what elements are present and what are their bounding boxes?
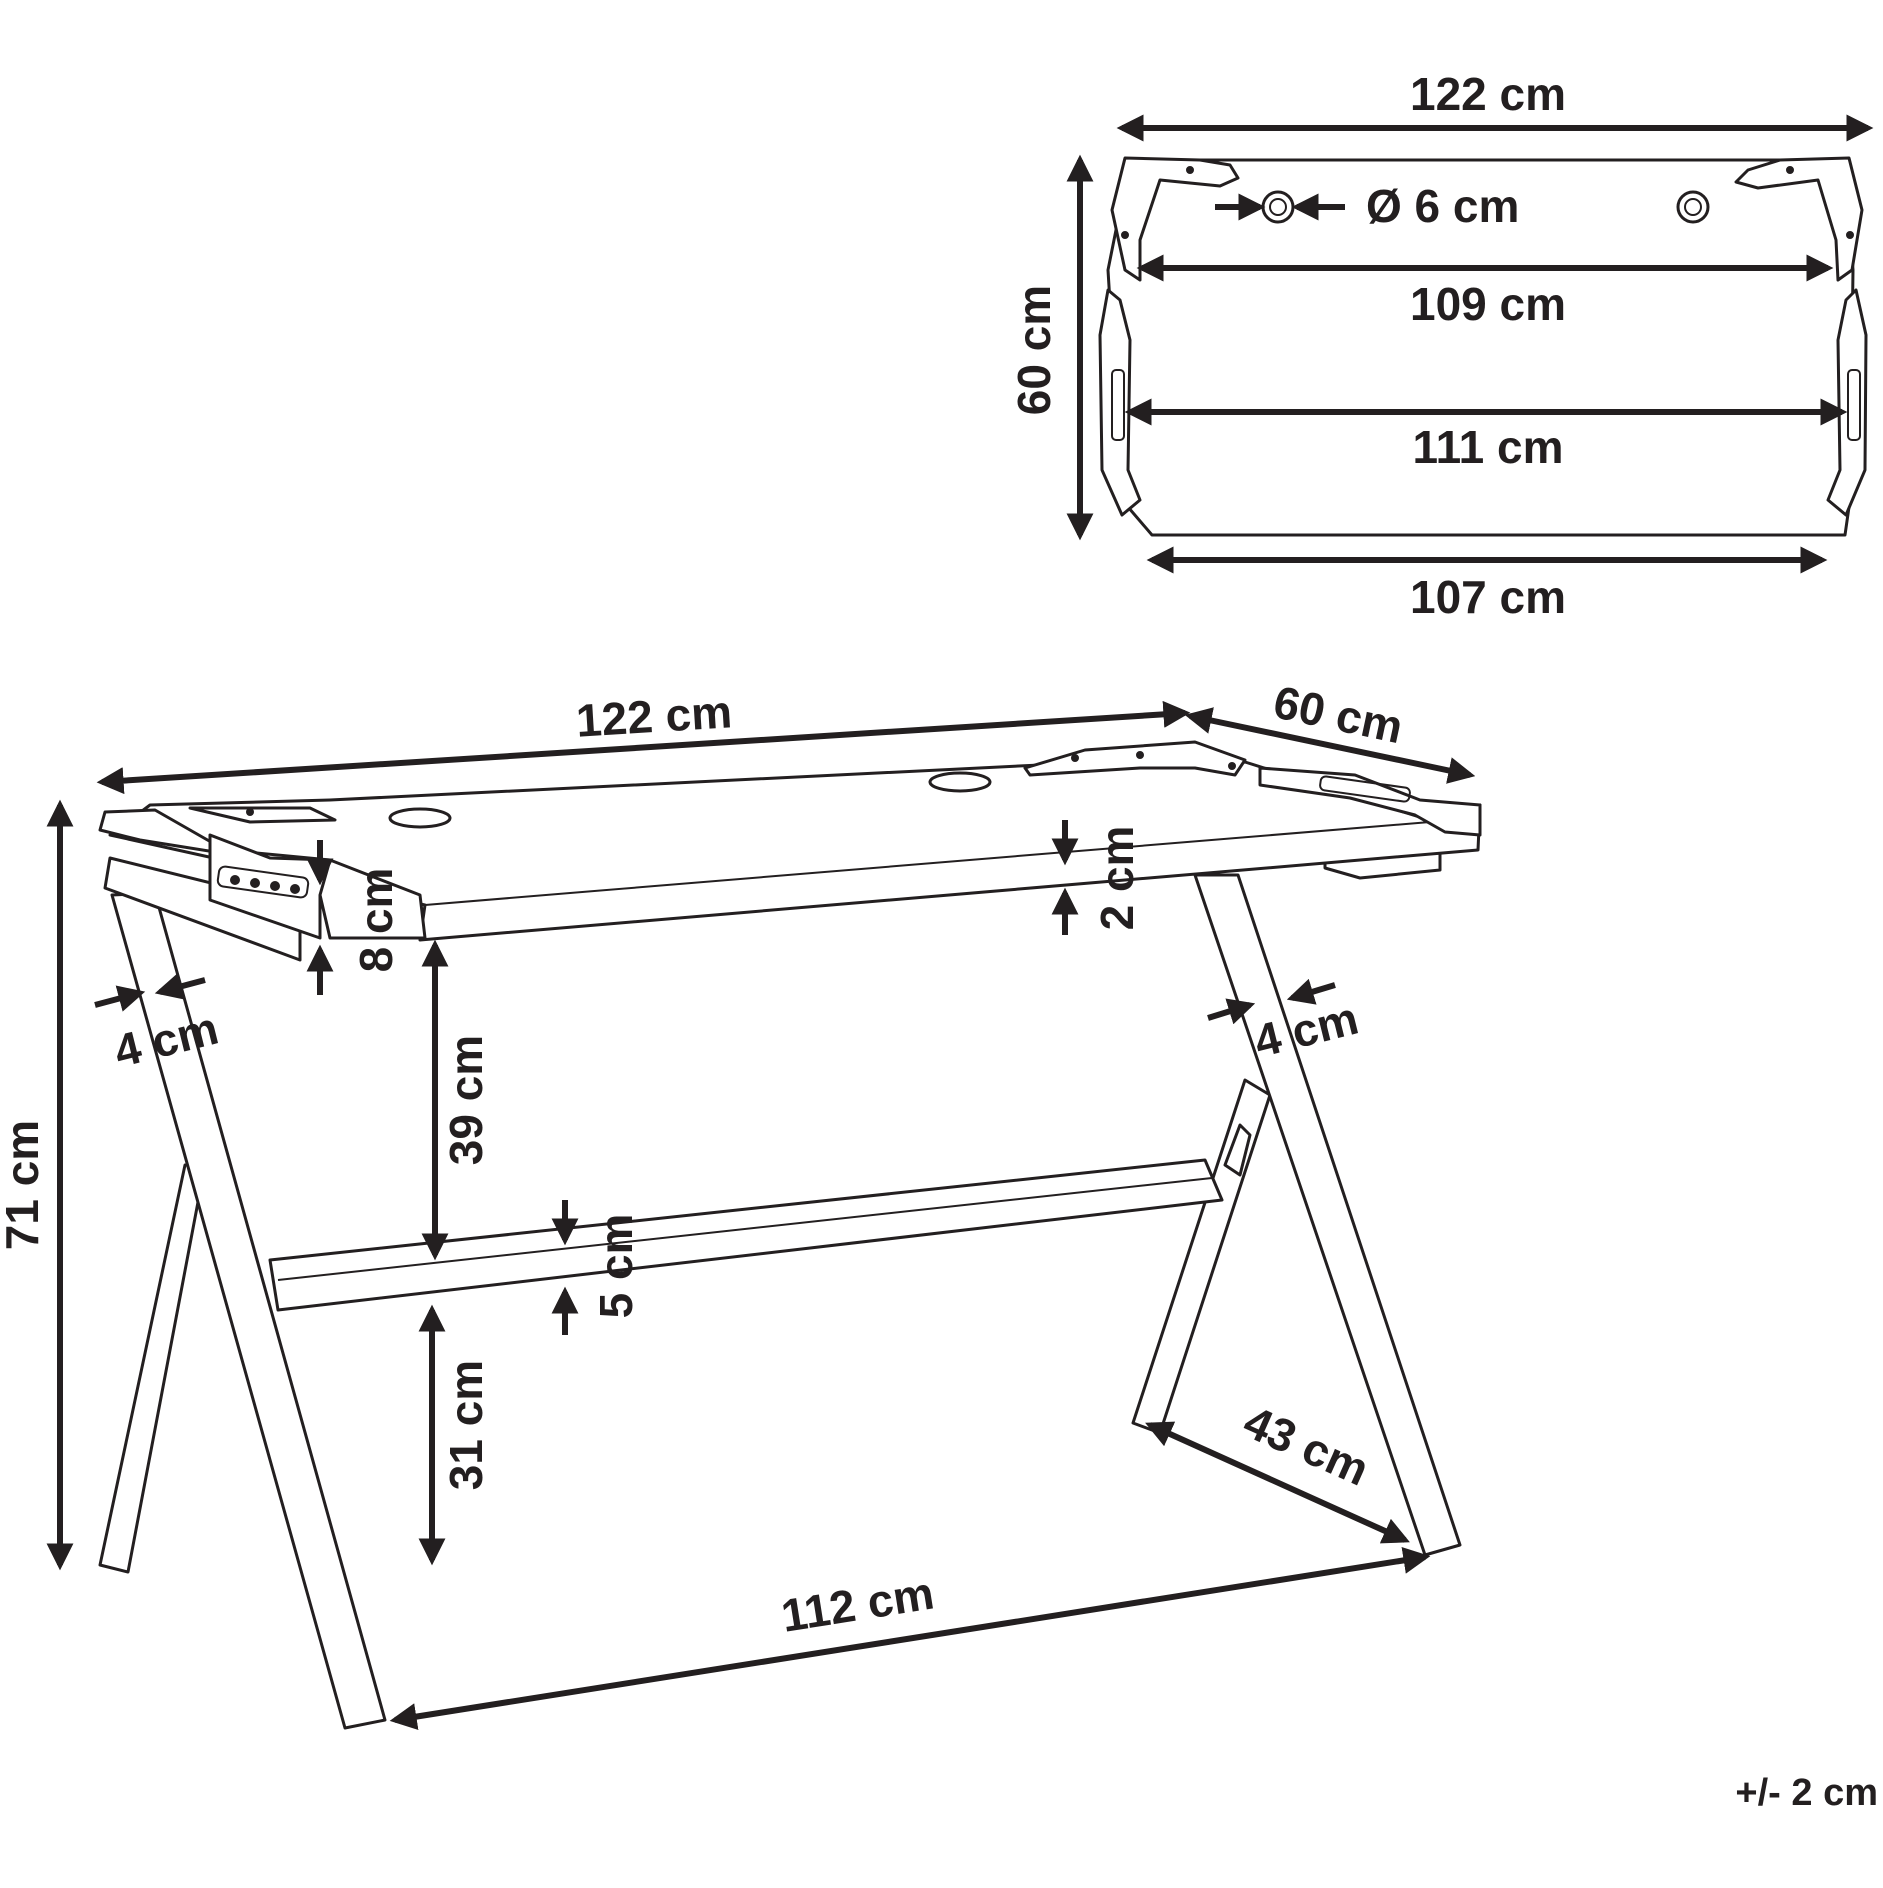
label-lower-clearance: 31 cm	[440, 1360, 492, 1490]
label-inner-width: 109 cm	[1410, 278, 1566, 330]
label-upper-clearance: 39 cm	[440, 1035, 492, 1165]
label-foot-span: 112 cm	[778, 1567, 938, 1642]
dim-line-leg-width-left-b	[154, 973, 206, 1000]
dim-line-foot-depth	[1145, 1421, 1410, 1544]
top-view-cable-hole-left	[1261, 190, 1295, 224]
label-hole-diameter: Ø 6 cm	[1366, 180, 1519, 232]
perspective-right-side-rail	[1258, 766, 1482, 837]
label-foot-depth: 43 cm	[1236, 1395, 1376, 1496]
label-perspective-depth: 60 cm	[1269, 675, 1407, 753]
perspective-desk-drawing	[98, 740, 1482, 1730]
label-top-depth: 60 cm	[1008, 285, 1060, 415]
top-view-left-corner-piece	[1110, 156, 1240, 282]
label-perspective-width: 122 cm	[575, 685, 734, 746]
crossbar	[268, 1158, 1224, 1312]
label-bottom-width: 107 cm	[1410, 571, 1566, 623]
tolerance-note: +/- 2 cm	[1735, 1772, 1878, 1814]
label-total-height: 71 cm	[0, 1120, 48, 1250]
dim-line-perspective-depth	[1184, 707, 1476, 784]
dim-line-leg-width-right-a	[1207, 998, 1256, 1025]
label-crossbar: 5 cm	[590, 1214, 642, 1319]
label-top-width: 122 cm	[1410, 68, 1566, 120]
front-right-leg	[1193, 873, 1462, 1557]
dim-line-foot-span	[389, 1547, 1431, 1730]
dim-line-perspective-width	[96, 700, 1191, 795]
back-left-leg	[98, 1163, 207, 1574]
top-view-left-side-rail	[1098, 288, 1142, 517]
dim-line-leg-width-right-b	[1286, 978, 1336, 1005]
top-view-right-corner-piece	[1734, 156, 1864, 282]
dim-line-leg-width-left-a	[94, 985, 146, 1012]
label-board-thickness: 2 cm	[1091, 826, 1143, 931]
label-rail-height: 8 cm	[350, 868, 402, 973]
label-leg-span: 111 cm	[1413, 421, 1564, 473]
perspective-cable-hole-left	[388, 807, 452, 829]
label-leg-width-left: 4 cm	[109, 1002, 223, 1078]
top-view-cable-hole-right	[1676, 190, 1710, 224]
